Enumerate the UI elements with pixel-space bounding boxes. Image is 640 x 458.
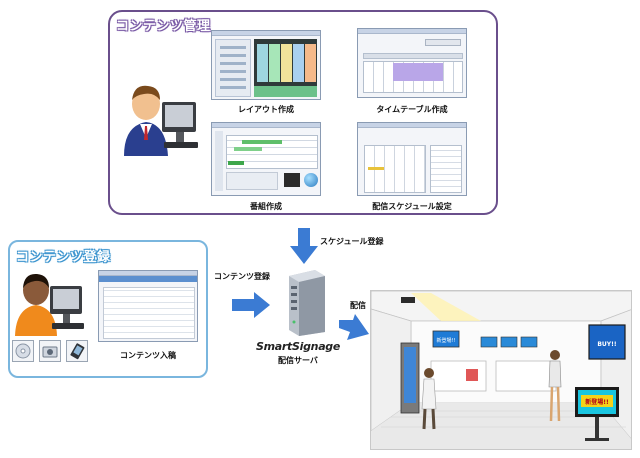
contributor-at-computer-icon bbox=[15, 273, 84, 336]
content-registration-title: コンテンツ登録 bbox=[16, 250, 111, 265]
operator-at-computer-icon bbox=[124, 85, 198, 156]
content-registration-label: コンテンツ登録 bbox=[214, 272, 270, 281]
delivery-label: 配信 bbox=[350, 301, 366, 310]
server-icon bbox=[289, 270, 325, 336]
content-management-title: コンテンツ管理 bbox=[116, 19, 211, 34]
media-icons bbox=[12, 340, 90, 362]
svg-text:新登場!!: 新登場!! bbox=[436, 337, 455, 344]
phone-icon bbox=[66, 340, 88, 362]
content-submission-caption: コンテンツ入稿 bbox=[120, 351, 176, 360]
down-arrow-icon bbox=[290, 228, 318, 264]
camera-icon bbox=[39, 340, 61, 362]
timetable-editor-screenshot bbox=[357, 28, 467, 98]
timetable-caption: タイムテーブル作成 bbox=[376, 105, 448, 114]
diagonal-arrow-icon bbox=[339, 314, 369, 340]
layout-editor-screenshot bbox=[211, 30, 321, 100]
program-caption: 番組作成 bbox=[250, 202, 282, 211]
store-signage-illustration: 新登場!! BUY!! 新登場!! bbox=[370, 290, 632, 450]
schedule-registration-label: スケジュール登録 bbox=[320, 237, 384, 246]
program-editor-screenshot bbox=[211, 122, 321, 196]
layout-caption: レイアウト作成 bbox=[238, 105, 294, 114]
svg-text:BUY!!: BUY!! bbox=[597, 341, 616, 348]
server-caption: 配信サーバ bbox=[278, 356, 318, 365]
disc-icon bbox=[12, 340, 34, 362]
svg-text:新登場!!: 新登場!! bbox=[585, 398, 608, 406]
smart-signage-logo: SmartSignage bbox=[256, 340, 341, 353]
schedule-editor-screenshot bbox=[357, 122, 467, 196]
schedule-caption: 配信スケジュール設定 bbox=[372, 202, 452, 211]
right-arrow-icon bbox=[232, 292, 270, 318]
content-submission-screenshot bbox=[98, 270, 198, 342]
